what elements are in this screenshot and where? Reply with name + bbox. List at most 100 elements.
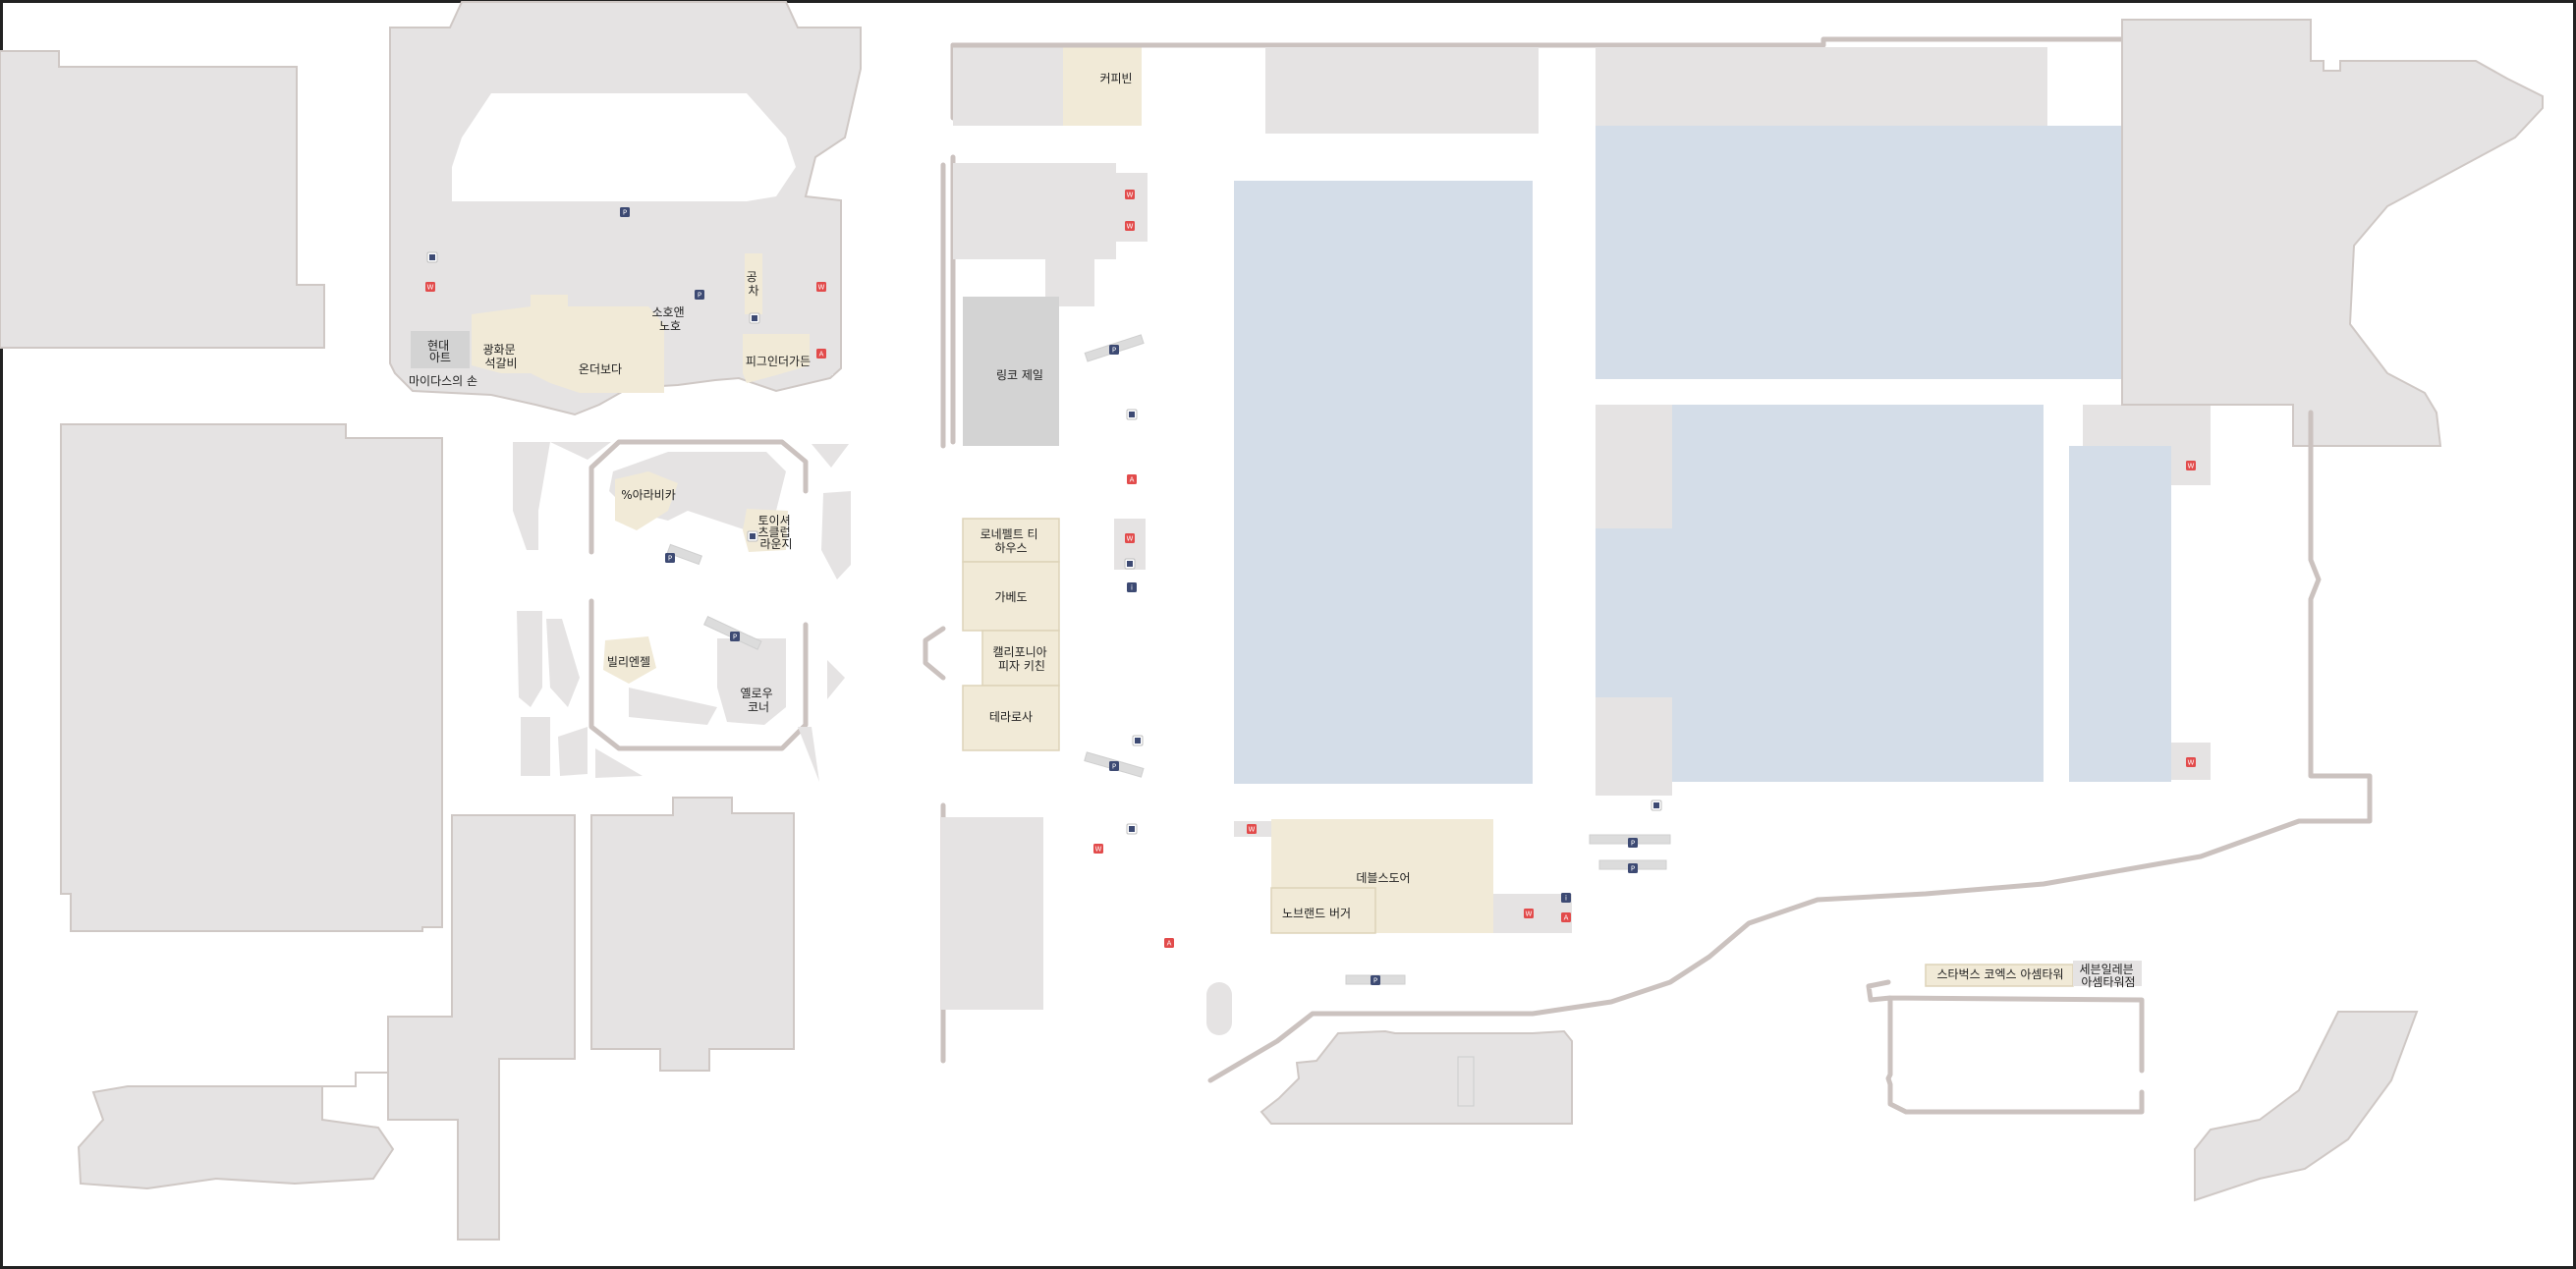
building-south-mall xyxy=(1260,1029,1573,1125)
label-gongcha-line1: 공 xyxy=(747,270,757,284)
label-gwanghwamun[interactable]: 광화문 석갈비 xyxy=(483,343,520,370)
parking-icon[interactable]: P xyxy=(665,553,675,563)
label-billy-angel[interactable]: 빌리엔젤 xyxy=(607,655,650,669)
block-i xyxy=(953,163,1116,259)
parking-icon[interactable]: P xyxy=(1371,975,1380,985)
svg-text:P: P xyxy=(1631,840,1635,848)
label-nobrand-burger[interactable]: 노브랜드 버거 xyxy=(1282,907,1351,920)
block-p xyxy=(1596,405,1672,528)
label-gwanghwamun-line2: 석갈비 xyxy=(484,357,517,370)
label-soho-noho[interactable]: 소호앤 노호 xyxy=(652,305,689,333)
svg-text:P: P xyxy=(733,634,737,641)
asem-tower-wall xyxy=(1866,979,2145,1115)
store-gongcha-block xyxy=(745,253,762,314)
label-figinder-garden[interactable]: 피그인더가든 xyxy=(746,355,811,368)
svg-text:P: P xyxy=(1631,865,1635,873)
store-block-roosevelt xyxy=(962,518,1060,563)
label-arabica[interactable]: %아라비카 xyxy=(621,488,676,502)
atm-icon[interactable]: A xyxy=(1127,474,1137,484)
store-block-arabica xyxy=(615,471,678,530)
restroom-icon[interactable]: W xyxy=(425,282,435,292)
elevator-icon[interactable] xyxy=(1126,409,1138,420)
block-n xyxy=(1265,47,1539,134)
label-california-line1: 캘리포니아 xyxy=(992,645,1046,659)
svg-text:W: W xyxy=(2188,463,2195,470)
label-soho-line2: 노호 xyxy=(659,319,681,333)
restroom-icon[interactable]: W xyxy=(1125,190,1135,199)
elevator-icon[interactable] xyxy=(1132,735,1144,746)
store-block-gabedo xyxy=(962,561,1060,632)
elevator-icon[interactable] xyxy=(426,251,438,263)
label-california-pizza[interactable]: 캘리포니아 피자 키친 xyxy=(992,645,1050,673)
parking-icon[interactable]: P xyxy=(1109,761,1119,771)
hall-d xyxy=(2069,446,2171,782)
restroom-icon[interactable]: W xyxy=(2186,461,2196,470)
label-gongcha[interactable]: 공 차 xyxy=(747,270,761,298)
parking-icon[interactable]: P xyxy=(730,632,740,641)
elevator-icon[interactable] xyxy=(747,530,758,542)
label-toi-lounge[interactable]: 토이셔 츠클럽 라운지 xyxy=(758,514,795,551)
restroom-icon[interactable]: W xyxy=(1093,844,1103,854)
atm-icon[interactable]: A xyxy=(1561,912,1571,922)
label-magic-hands[interactable]: 마이다스의 손 xyxy=(409,374,477,388)
svg-text:A: A xyxy=(1130,476,1135,484)
label-yellow-corner[interactable]: 옐로우 코너 xyxy=(741,687,777,714)
store-block-figinder xyxy=(743,334,810,383)
label-hyundai-art[interactable]: 현대 아트 xyxy=(427,339,453,364)
info-icon[interactable]: i xyxy=(1561,893,1571,903)
svg-text:i: i xyxy=(1565,895,1567,903)
planter-n xyxy=(827,660,845,699)
svg-text:W: W xyxy=(1249,826,1256,834)
restroom-icon[interactable]: W xyxy=(1524,909,1534,918)
svg-text:A: A xyxy=(1167,940,1172,948)
store-block-billy xyxy=(603,636,656,684)
label-coffee-bean[interactable]: 커피빈 xyxy=(1099,72,1132,85)
label-toi-line2: 츠클럽 xyxy=(758,525,791,539)
escalator-icon[interactable] xyxy=(1651,800,1662,811)
label-starbucks[interactable]: 스타벅스 코엑스 아셈타워 xyxy=(1936,967,2063,981)
label-toi-line1: 토이셔 xyxy=(758,514,791,527)
label-ondeo-boda[interactable]: 온더보다 xyxy=(579,362,622,376)
label-seven-line1: 세븐일레븐 xyxy=(2079,963,2133,976)
label-roosevelt-tea[interactable]: 로네펠트 티 하우스 xyxy=(980,527,1042,555)
escalator-icon[interactable] xyxy=(1124,558,1136,570)
parking-icon[interactable]: P xyxy=(1109,345,1119,355)
labels: 커피빈 링코 제일 로네펠트 티 하우스 가베도 캘리포니아 피자 키친 테라로… xyxy=(409,72,2137,989)
atm-icon[interactable]: A xyxy=(1164,938,1174,948)
building-northwest xyxy=(0,50,325,349)
restroom-icon[interactable]: W xyxy=(816,282,826,292)
hall-b xyxy=(1596,126,2122,379)
escalator-icon[interactable] xyxy=(1126,823,1138,835)
label-yellow-line1: 옐로우 xyxy=(741,687,773,700)
store-block-coffeebean xyxy=(1063,45,1142,126)
parking-icon[interactable]: P xyxy=(695,290,704,300)
planter-i xyxy=(558,727,588,776)
label-tables-store[interactable]: 데블스도어 xyxy=(1356,871,1410,885)
planter-f xyxy=(517,611,542,707)
atm-icon[interactable]: A xyxy=(816,349,826,359)
elevator-icon[interactable] xyxy=(749,312,760,324)
label-hyundai-line2: 아트 xyxy=(429,351,451,364)
restroom-icon[interactable]: W xyxy=(1247,824,1257,834)
restroom-icon[interactable]: W xyxy=(1125,533,1135,543)
label-terarosa[interactable]: 테라로사 xyxy=(989,710,1033,724)
parking-icon[interactable]: P xyxy=(1628,863,1638,873)
restroom-icon[interactable]: W xyxy=(1125,221,1135,231)
label-link-jeil[interactable]: 링코 제일 xyxy=(996,368,1043,382)
label-california-line2: 피자 키친 xyxy=(998,659,1045,673)
info-icon[interactable]: i xyxy=(1127,582,1137,592)
label-seven-eleven[interactable]: 세븐일레븐 아셈타워점 xyxy=(2079,963,2137,989)
restroom-icon[interactable]: W xyxy=(2186,757,2196,767)
building-southeast xyxy=(2194,1011,2419,1202)
svg-text:P: P xyxy=(668,555,672,563)
svg-text:W: W xyxy=(1127,535,1134,543)
label-gabedo[interactable]: 가베도 xyxy=(994,590,1027,604)
planter-b xyxy=(550,442,611,460)
svg-text:P: P xyxy=(623,209,627,217)
block-h xyxy=(953,45,1063,126)
svg-text:W: W xyxy=(1095,846,1102,854)
building-west-large xyxy=(60,423,443,932)
parking-icon[interactable]: P xyxy=(620,207,630,217)
parking-icon[interactable]: P xyxy=(1628,838,1638,848)
